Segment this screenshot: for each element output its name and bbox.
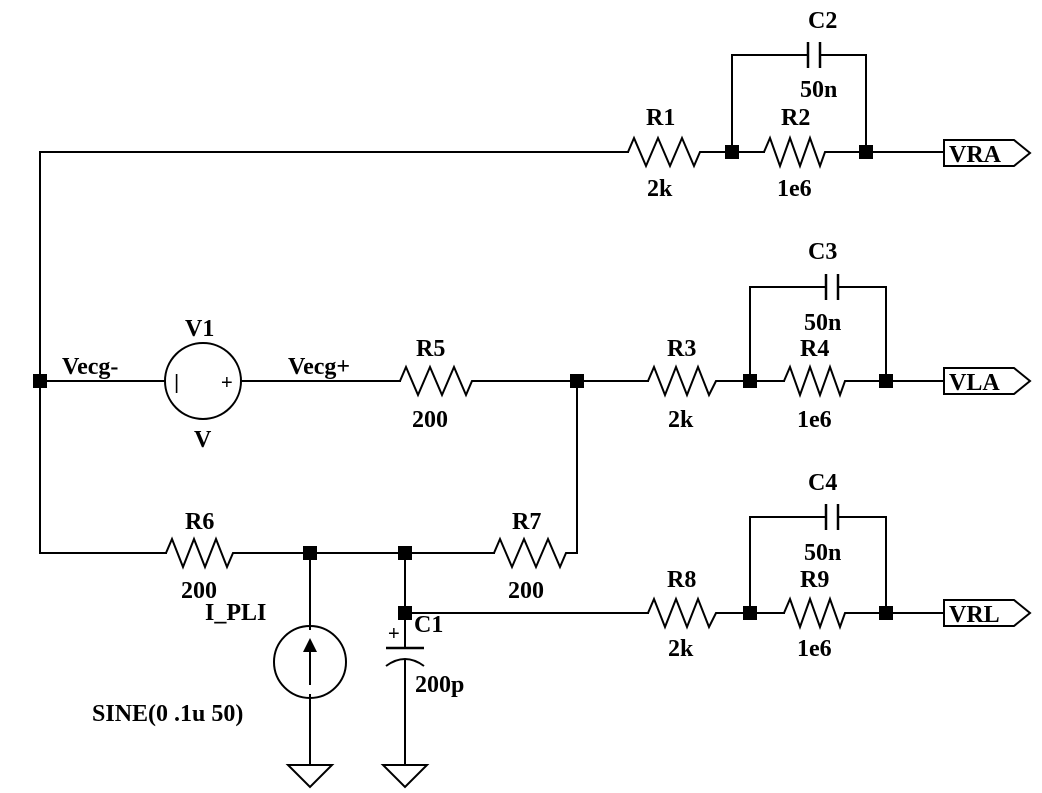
junction-dot: [743, 606, 757, 620]
wire-c3-left: [749, 286, 827, 382]
minus-mark: |: [174, 372, 179, 394]
resistor-r8[interactable]: [647, 596, 722, 630]
value-r3: 2k: [668, 407, 694, 433]
plus-mark: +: [221, 372, 233, 394]
current-source-i-pli[interactable]: [273, 625, 347, 699]
cap-plus-mark: +: [388, 623, 400, 645]
value-r6: 200: [181, 578, 217, 604]
junction-dot: [398, 606, 412, 620]
ref-c4: C4: [808, 470, 837, 496]
junction-dot: [725, 145, 739, 159]
value-v1: V: [194, 427, 212, 453]
junction-dot: [879, 606, 893, 620]
wire-c3-right: [837, 286, 887, 382]
junctions: [33, 145, 893, 620]
port-vra[interactable]: VRA: [943, 139, 1032, 168]
resistor-r3[interactable]: [647, 364, 722, 398]
capacitor-c4[interactable]: [824, 504, 840, 530]
value-r9: 1e6: [797, 636, 832, 662]
junction-dot: [303, 546, 317, 560]
ref-r8: R8: [667, 567, 696, 593]
value-c4: 50n: [804, 540, 841, 566]
port-label-vla: VLA: [949, 370, 1000, 396]
ref-r5: R5: [416, 336, 445, 362]
value-c2: 50n: [800, 77, 837, 103]
port-vrl[interactable]: VRL: [943, 599, 1032, 628]
ref-r1: R1: [646, 105, 675, 131]
ref-r4: R4: [800, 336, 829, 362]
capacitor-c2[interactable]: [806, 42, 822, 68]
junction-dot: [879, 374, 893, 388]
resistor-r9[interactable]: [783, 596, 850, 630]
wires: [39, 54, 947, 766]
net-vecg-plus: Vecg+: [288, 354, 350, 380]
labels: C2 50n R1 2k R2 1e6 C3 50n V1 V Vecg- Ve…: [62, 8, 841, 727]
ref-c1: C1: [414, 612, 443, 638]
arrow-head-icon: [303, 638, 317, 652]
ref-c3: C3: [808, 239, 837, 265]
voltage-source-v1[interactable]: | +: [164, 342, 242, 420]
wire-c2-left: [731, 54, 809, 153]
value-i-pli: SINE(0 .1u 50): [92, 701, 243, 727]
value-r7: 200: [508, 578, 544, 604]
ref-i-pli: I_PLI: [205, 600, 266, 626]
ref-r3: R3: [667, 336, 696, 362]
value-r8: 2k: [668, 636, 694, 662]
resistor-r6[interactable]: [165, 536, 238, 570]
junction-dot: [33, 374, 47, 388]
wire-c4-left: [749, 516, 827, 614]
ground-icon: [285, 764, 335, 789]
value-c3: 50n: [804, 310, 841, 336]
net-vecg-minus: Vecg-: [62, 354, 118, 380]
ref-v1: V1: [185, 316, 214, 342]
ref-r2: R2: [781, 105, 810, 131]
resistor-r7[interactable]: [493, 536, 570, 570]
ref-r6: R6: [185, 509, 214, 535]
value-r4: 1e6: [797, 407, 832, 433]
resistor-r2[interactable]: [763, 135, 830, 169]
wire-c2-right: [819, 54, 867, 153]
resistors: [165, 135, 850, 630]
port-label-vrl: VRL: [949, 602, 1000, 628]
value-c1: 200p: [415, 672, 464, 698]
ref-r7: R7: [512, 509, 541, 535]
grounds: [285, 764, 430, 789]
capacitor-c3[interactable]: [824, 274, 840, 300]
capacitor-c1[interactable]: [385, 646, 425, 667]
ref-r9: R9: [800, 567, 829, 593]
value-r2: 1e6: [777, 176, 812, 202]
ref-c2: C2: [808, 8, 837, 34]
junction-dot: [570, 374, 584, 388]
junction-dot: [743, 374, 757, 388]
resistor-r4[interactable]: [783, 364, 850, 398]
port-vla[interactable]: VLA: [943, 367, 1032, 396]
capacitors: [385, 42, 840, 667]
port-label-vra: VRA: [949, 142, 1002, 168]
junction-dot: [859, 145, 873, 159]
ground-icon: [380, 764, 430, 789]
resistor-r5[interactable]: [399, 364, 476, 398]
wire-c4-right: [837, 516, 887, 614]
value-r1: 2k: [647, 176, 673, 202]
junction-dot: [398, 546, 412, 560]
value-r5: 200: [412, 407, 448, 433]
resistor-r1[interactable]: [627, 135, 706, 169]
